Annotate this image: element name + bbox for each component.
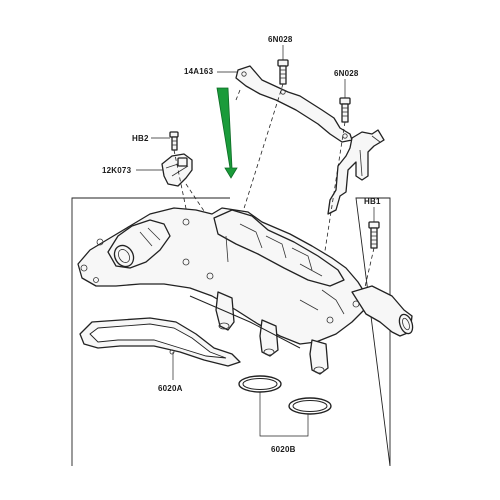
part-label-6020b: 6020B [271, 445, 296, 454]
gasket-6020a [79, 317, 241, 367]
o-ring-6020b-upper [238, 375, 282, 393]
part-label-hb1: HB1 [364, 197, 381, 206]
highlight-arrow [216, 87, 238, 179]
sensor-12k073 [161, 153, 193, 187]
part-label-6020a: 6020A [158, 384, 183, 393]
bolt-6n028-top [277, 59, 289, 85]
bracket-14a163 [235, 65, 385, 215]
part-label-12k073: 12K073 [102, 166, 132, 175]
valve-cover-assembly [77, 207, 414, 375]
bolt-hb2 [169, 131, 179, 151]
part-label-14a163: 14A163 [184, 67, 214, 76]
o-ring-6020b-lower [288, 397, 332, 415]
leader-6020b [259, 392, 309, 437]
bolt-6n028-right [339, 97, 351, 123]
part-label-6n028-top: 6N028 [268, 35, 293, 44]
bolt-hb1 [368, 221, 380, 249]
assembly-frame [71, 197, 391, 467]
part-label-6n028-right: 6N028 [334, 69, 359, 78]
part-label-hb2: HB2 [132, 134, 149, 143]
